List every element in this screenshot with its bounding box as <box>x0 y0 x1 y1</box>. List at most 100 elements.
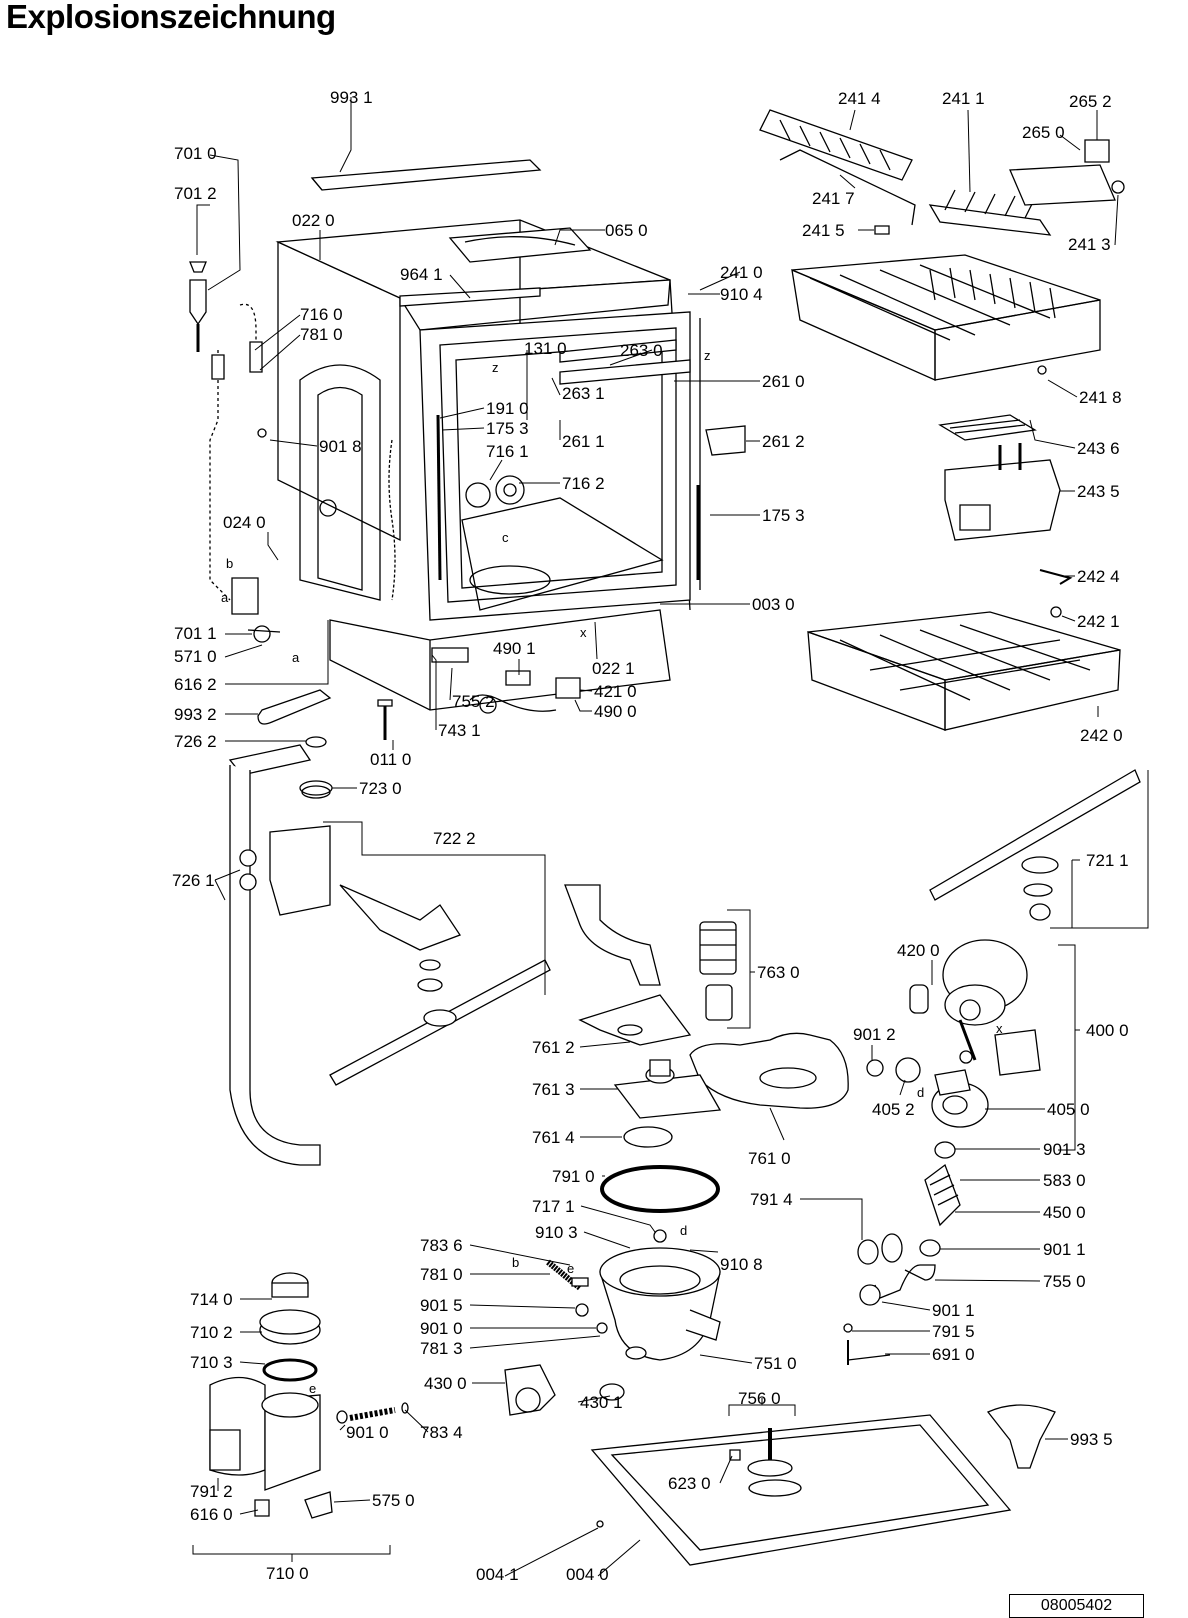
part-label: 716 1 <box>486 442 529 461</box>
part-label: 783 6 <box>420 1236 463 1255</box>
part-label: 421 0 <box>594 682 637 701</box>
part-label: 717 1 <box>532 1197 575 1216</box>
part-label: 716 0 <box>300 305 343 324</box>
part-label: 241 3 <box>1068 235 1111 254</box>
part-label: 241 5 <box>802 221 845 240</box>
part-label: 901 8 <box>319 437 362 456</box>
part-label: 701 2 <box>174 184 217 203</box>
part-label: 721 1 <box>1086 851 1129 870</box>
part-label: 701 0 <box>174 144 217 163</box>
base-plate <box>592 1405 1055 1565</box>
pump-group <box>844 940 1040 1365</box>
part-label: 022 0 <box>292 211 335 230</box>
part-label: 400 0 <box>1086 1021 1129 1040</box>
part-label: 726 1 <box>172 871 215 890</box>
part-label: 243 6 <box>1077 439 1120 458</box>
part-label: 910 3 <box>535 1223 578 1242</box>
water-softener <box>210 1273 408 1518</box>
svg-text:x: x <box>996 1021 1003 1036</box>
part-label: 261 1 <box>562 432 605 451</box>
part-label: 263 1 <box>562 384 605 403</box>
part-label: 616 2 <box>174 675 217 694</box>
part-label: 901 5 <box>420 1296 463 1315</box>
part-label: 901 0 <box>346 1423 389 1442</box>
leader-lines <box>193 97 1148 1576</box>
page-title: Explosionszeichnung <box>6 0 336 35</box>
part-label: 716 2 <box>562 474 605 493</box>
part-label: 751 0 <box>754 1354 797 1373</box>
part-label: 265 2 <box>1069 92 1112 111</box>
svg-text:c: c <box>502 530 509 545</box>
part-label: 003 0 <box>752 595 795 614</box>
part-label: 691 0 <box>932 1345 975 1364</box>
part-label: 722 2 <box>433 829 476 848</box>
top-cover-strip <box>312 160 540 190</box>
part-label: 791 4 <box>750 1190 793 1209</box>
part-label: 022 1 <box>592 659 635 678</box>
part-label: 405 2 <box>872 1100 915 1119</box>
part-label: 242 1 <box>1077 612 1120 631</box>
water-pipes <box>230 737 1140 1165</box>
svg-text:b: b <box>226 556 233 571</box>
part-label: 901 2 <box>853 1025 896 1044</box>
reference-letters: b a a c x z z x d d b e e <box>221 348 1003 1396</box>
part-label: 241 4 <box>838 89 881 108</box>
svg-text:a: a <box>221 590 229 605</box>
svg-text:d: d <box>680 1223 687 1238</box>
part-label: 616 0 <box>190 1505 233 1524</box>
svg-text:e: e <box>309 1381 316 1396</box>
part-label: 901 3 <box>1043 1140 1086 1159</box>
part-label: 175 3 <box>486 419 529 438</box>
part-label: 242 4 <box>1077 567 1120 586</box>
part-label: 781 0 <box>300 325 343 344</box>
svg-text:d: d <box>917 1085 924 1100</box>
part-label: 490 1 <box>493 639 536 658</box>
part-label: 490 0 <box>594 702 637 721</box>
part-label: 791 2 <box>190 1482 233 1501</box>
part-label: 726 2 <box>174 732 217 751</box>
part-label: 583 0 <box>1043 1171 1086 1190</box>
part-label: 743 1 <box>438 721 481 740</box>
part-label: 723 0 <box>359 779 402 798</box>
svg-text:z: z <box>492 360 499 375</box>
svg-text:x: x <box>580 625 587 640</box>
svg-text:b: b <box>512 1255 519 1270</box>
svg-text:a: a <box>292 650 300 665</box>
part-label: 714 0 <box>190 1290 233 1309</box>
lower-basket <box>808 570 1120 730</box>
part-label: 191 0 <box>486 399 529 418</box>
part-label: 004 1 <box>476 1565 519 1584</box>
part-label: 405 0 <box>1047 1100 1090 1119</box>
part-label: 761 0 <box>748 1149 791 1168</box>
part-label: 993 1 <box>330 88 373 107</box>
svg-text:z: z <box>704 348 711 363</box>
part-label: 761 4 <box>532 1128 575 1147</box>
part-label: 243 5 <box>1077 482 1120 501</box>
part-label: 241 8 <box>1079 388 1122 407</box>
part-label: 791 0 <box>552 1167 595 1186</box>
part-label: 710 3 <box>190 1353 233 1372</box>
part-label: 261 2 <box>762 432 805 451</box>
part-label: 024 0 <box>223 513 266 532</box>
svg-text:e: e <box>567 1261 574 1276</box>
part-label: 575 0 <box>372 1491 415 1510</box>
upper-rack-accessories <box>760 110 1124 235</box>
part-label: 261 0 <box>762 372 805 391</box>
part-label: 450 0 <box>1043 1203 1086 1222</box>
part-label: 571 0 <box>174 647 217 666</box>
part-label: 910 4 <box>720 285 763 304</box>
part-label: 131 0 <box>524 339 567 358</box>
part-label: 701 1 <box>174 624 217 643</box>
part-label: 430 1 <box>580 1393 623 1412</box>
part-label: 011 0 <box>370 750 412 769</box>
part-label: 791 5 <box>932 1322 975 1341</box>
part-label: 241 0 <box>720 263 763 282</box>
part-label: 993 2 <box>174 705 217 724</box>
part-label: 781 3 <box>420 1339 463 1358</box>
part-label: 901 0 <box>420 1319 463 1338</box>
upper-basket <box>792 255 1100 380</box>
part-label: 761 2 <box>532 1038 575 1057</box>
cabinet-frame <box>278 220 745 740</box>
part-label: 763 0 <box>757 963 800 982</box>
part-label: 781 0 <box>420 1265 463 1284</box>
